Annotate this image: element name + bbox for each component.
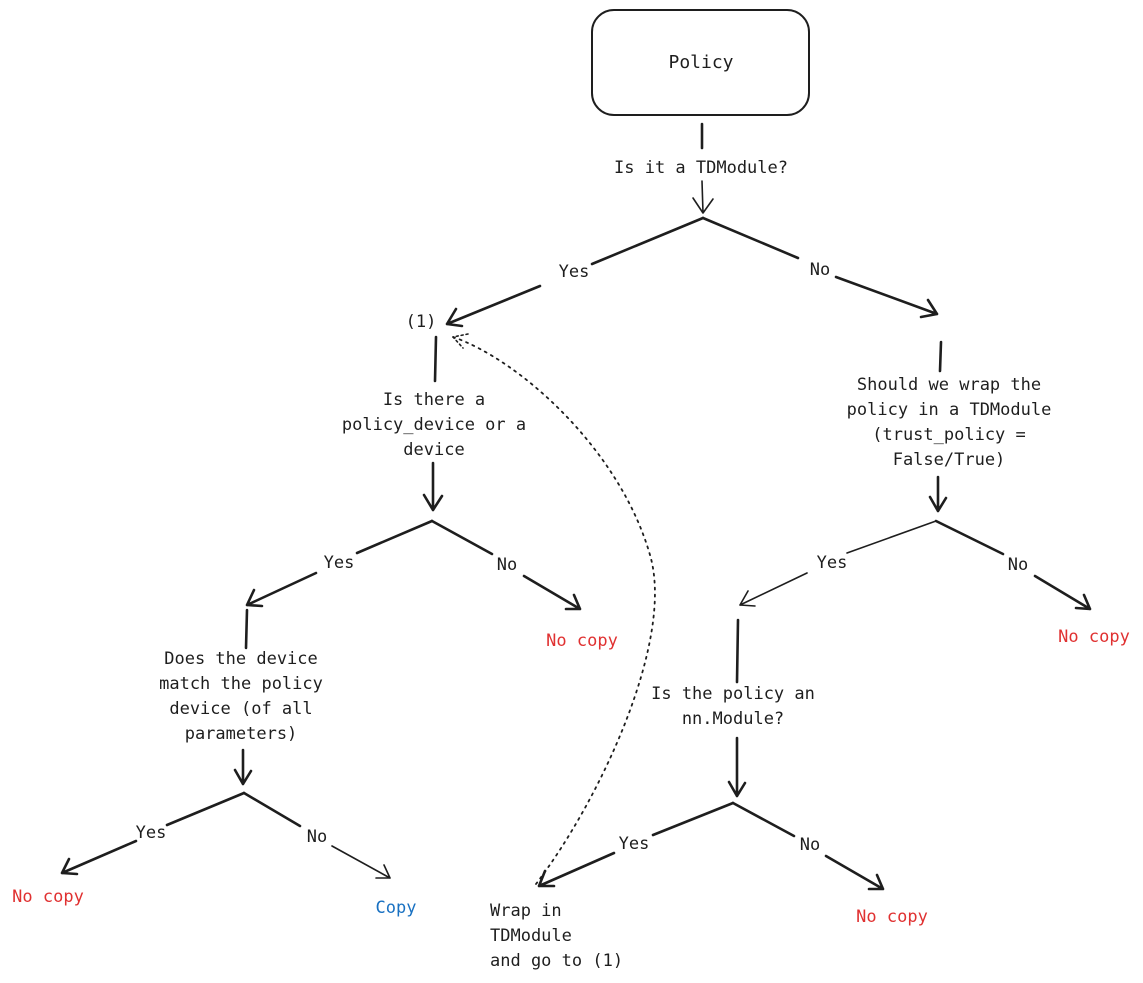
edge-yes-5-lower (537, 851, 616, 888)
label-no-5: No (800, 835, 820, 855)
dotted-loop-to-marker-1 (452, 336, 656, 885)
question-device-line-1: Is there a (383, 390, 485, 410)
label-no-1: No (810, 260, 830, 280)
edge-yes-1-upper (590, 216, 705, 266)
outcome-no-copy-device: No copy (546, 631, 618, 651)
policy-node-label: Policy (668, 52, 733, 73)
question-wrap-line-4: False/True) (893, 450, 1006, 470)
question-wrap-line-3: (trust_policy = (872, 425, 1026, 445)
wrap-action-line-3: and go to (1) (490, 951, 623, 971)
label-yes-1: Yes (559, 262, 590, 282)
label-yes-2: Yes (324, 553, 355, 573)
outcome-no-copy-nn: No copy (856, 907, 928, 927)
outcome-copy: Copy (376, 898, 417, 918)
edge-yes-2-lower (245, 571, 318, 608)
edge-no-1-lower (834, 275, 939, 319)
edge-no-3-upper (242, 791, 302, 828)
question-device-line-3: device (403, 440, 464, 460)
dotted-loop-arrowhead (452, 333, 469, 349)
arrow-to-split-2 (422, 461, 444, 512)
wrap-action-line-2: TDModule (490, 926, 572, 946)
edge-yes-1-lower (445, 284, 542, 328)
question-match-line-4: parameters) (185, 724, 298, 744)
edge-yes-4-lower (739, 572, 808, 607)
marker-1: (1) (406, 312, 437, 332)
edge-no-5-upper (731, 801, 796, 838)
edge-no-3-lower (331, 845, 391, 879)
question-nn-line-2: nn.Module? (682, 709, 784, 729)
label-no-4: No (1008, 555, 1028, 575)
edge-no-4-upper (934, 519, 1005, 556)
label-yes-3: Yes (136, 823, 167, 843)
edge-no-1-upper (701, 216, 800, 260)
stem-match-question (244, 608, 249, 650)
question-device-line-2: policy_device or a (342, 415, 526, 435)
edge-yes-2-upper (355, 519, 434, 555)
arrow-to-split-4 (928, 475, 948, 513)
edge-no-2-upper (430, 519, 494, 556)
edge-yes-3-lower (60, 839, 138, 876)
label-no-3: No (307, 827, 327, 847)
edge-no-4-lower (1033, 574, 1092, 611)
edge-yes-4-upper (846, 520, 937, 554)
policy-node-box (591, 9, 810, 116)
question-wrap-line-1: Should we wrap the (857, 375, 1041, 395)
arrow-to-split-3 (233, 748, 253, 786)
question-wrap-line-2: policy in a TDModule (847, 400, 1052, 420)
edge-no-5-lower (824, 854, 885, 891)
stem-wrap-question (938, 340, 943, 373)
question-nn-line-1: Is the policy an (651, 684, 815, 704)
wrap-action-line-1: Wrap in (490, 901, 562, 921)
arrow-to-split-5 (727, 736, 747, 798)
stem-device-question (433, 335, 438, 383)
label-yes-4: Yes (817, 553, 848, 573)
label-yes-5: Yes (619, 834, 650, 854)
question-match-line-3: device (of all (169, 699, 312, 719)
outcome-no-copy-wrap: No copy (1058, 627, 1130, 647)
edge-no-2-lower (522, 574, 582, 611)
question-match-line-2: match the policy (159, 674, 323, 694)
stem-nn-question (735, 618, 740, 684)
edge-yes-5-upper (651, 801, 735, 837)
question-match-line-1: Does the device (164, 649, 318, 669)
edge-yes-3-upper (165, 791, 246, 827)
label-no-2: No (497, 555, 517, 575)
outcome-no-copy-match: No copy (12, 887, 84, 907)
arrow-to-split-1 (692, 180, 714, 214)
question-tdmodule: Is it a TDModule? (614, 158, 788, 178)
